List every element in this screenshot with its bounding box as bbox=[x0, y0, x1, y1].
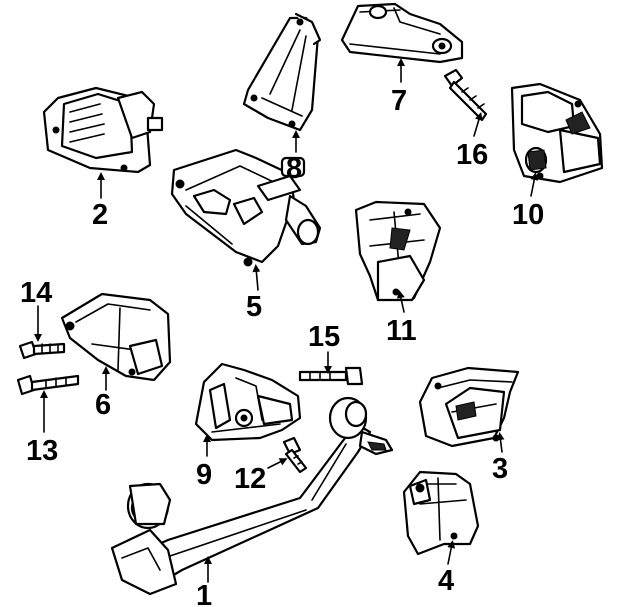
callout-9: 9 bbox=[196, 459, 212, 491]
callout-8: 8 bbox=[286, 153, 302, 185]
part-15-bolt bbox=[298, 366, 364, 386]
callout-10: 10 bbox=[512, 199, 544, 231]
part-5-mount bbox=[170, 148, 322, 267]
callout-12: 12 bbox=[234, 463, 266, 495]
callout-labels: 1 2 3 4 5 6 7 8 9 10 11 12 13 14 15 16 bbox=[20, 85, 544, 607]
part-3-mount bbox=[418, 366, 520, 448]
part-1-crossmember bbox=[110, 396, 394, 596]
callout-3: 3 bbox=[492, 453, 508, 485]
part-7-bracket bbox=[340, 2, 464, 64]
callout-5: 5 bbox=[246, 291, 262, 323]
part-13-bolt bbox=[16, 374, 80, 396]
part-4-mount bbox=[402, 470, 480, 556]
callout-15: 15 bbox=[308, 321, 340, 353]
part-8-bracket bbox=[242, 12, 322, 132]
leader-arrows bbox=[34, 58, 539, 583]
callout-2: 2 bbox=[92, 199, 108, 231]
part-6-bracket bbox=[60, 292, 172, 382]
part-11-bracket bbox=[354, 200, 442, 302]
callout-1: 1 bbox=[196, 580, 212, 607]
callout-11: 11 bbox=[386, 315, 417, 347]
part-2-mount bbox=[42, 86, 164, 174]
callout-16: 16 bbox=[456, 139, 488, 171]
callout-13: 13 bbox=[26, 435, 58, 467]
callout-14: 14 bbox=[20, 277, 52, 309]
callout-6: 6 bbox=[95, 389, 111, 421]
part-16-bolt bbox=[443, 68, 488, 122]
callout-7: 7 bbox=[391, 85, 407, 117]
part-14-bolt bbox=[18, 340, 66, 360]
part-9-mount bbox=[194, 362, 302, 442]
callout-4: 4 bbox=[438, 565, 454, 597]
part-10-mount bbox=[510, 82, 604, 184]
part-12-bolt bbox=[282, 436, 308, 474]
